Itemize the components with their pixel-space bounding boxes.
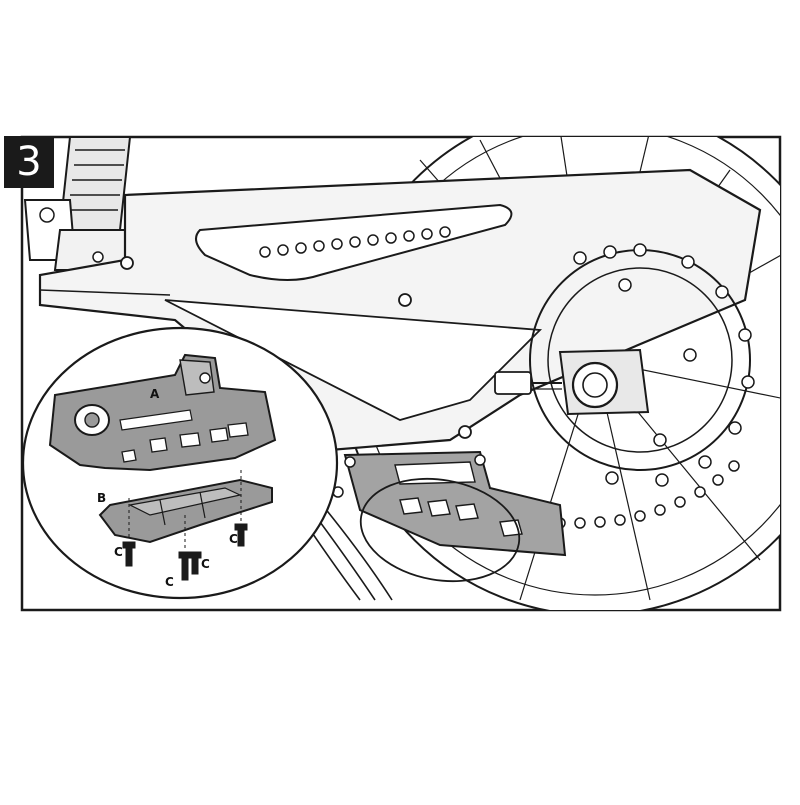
highlight-ellipse xyxy=(359,477,521,583)
step-number-badge: 3 xyxy=(4,136,54,188)
label-part-b: B xyxy=(97,491,106,505)
rear-sprocket xyxy=(529,243,755,487)
chain-upper xyxy=(259,226,451,258)
label-screw-c-4: C xyxy=(229,532,238,546)
shock-absorber xyxy=(23,137,137,271)
chain-guide-part-a xyxy=(48,353,277,472)
axle-adjuster xyxy=(494,348,650,416)
installed-chain-guide xyxy=(343,450,567,583)
screw-guide-lines xyxy=(128,470,242,550)
chain-guide-part-b xyxy=(98,478,273,544)
detail-inset: A B C C C C xyxy=(21,326,339,600)
label-screw-c-3: C xyxy=(201,557,210,571)
screws-c xyxy=(122,523,248,581)
motorcycle-scene xyxy=(23,137,780,610)
label-screw-c-1: C xyxy=(114,545,123,559)
label-part-a: A xyxy=(150,387,160,401)
label-screw-c-2: C xyxy=(165,575,174,589)
